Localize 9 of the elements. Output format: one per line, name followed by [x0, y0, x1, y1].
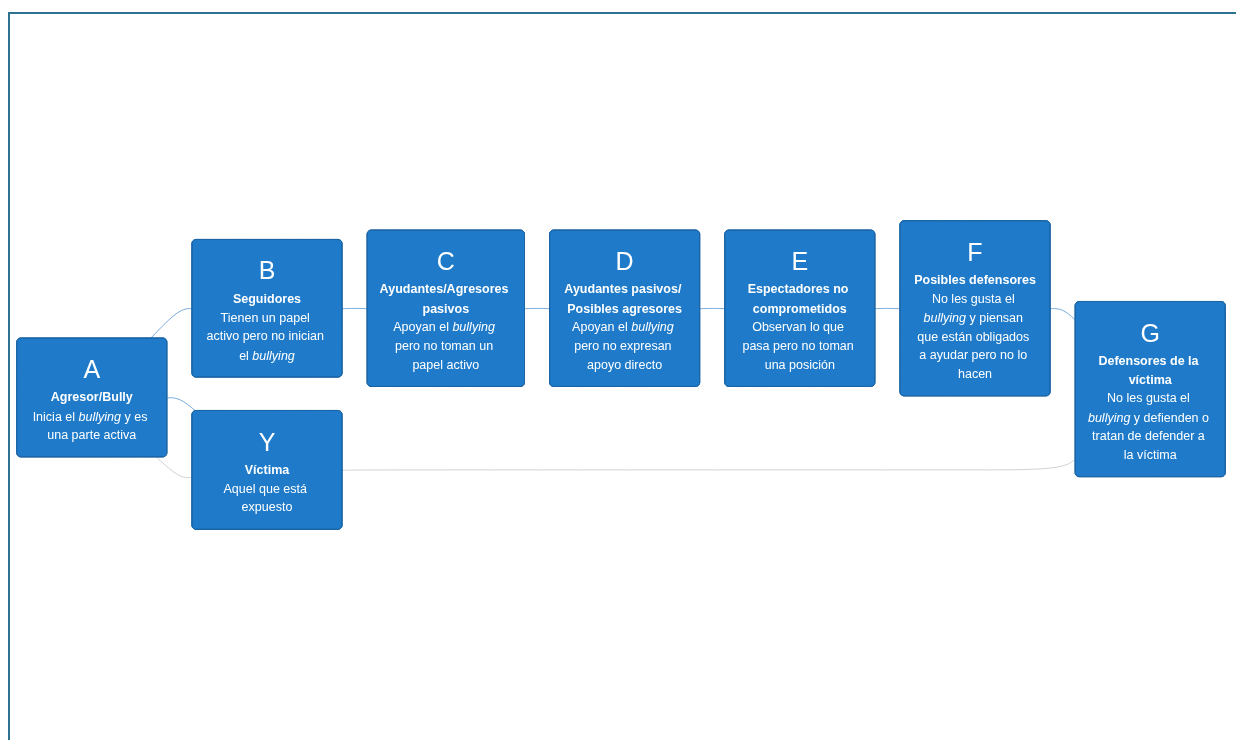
connector [342, 458, 1076, 471]
connector [699, 308, 726, 310]
connector [166, 397, 197, 412]
connector [156, 456, 193, 479]
connector [874, 308, 901, 310]
connector [342, 308, 368, 310]
connector [1050, 308, 1076, 321]
connector [524, 308, 551, 310]
connector [150, 308, 193, 339]
